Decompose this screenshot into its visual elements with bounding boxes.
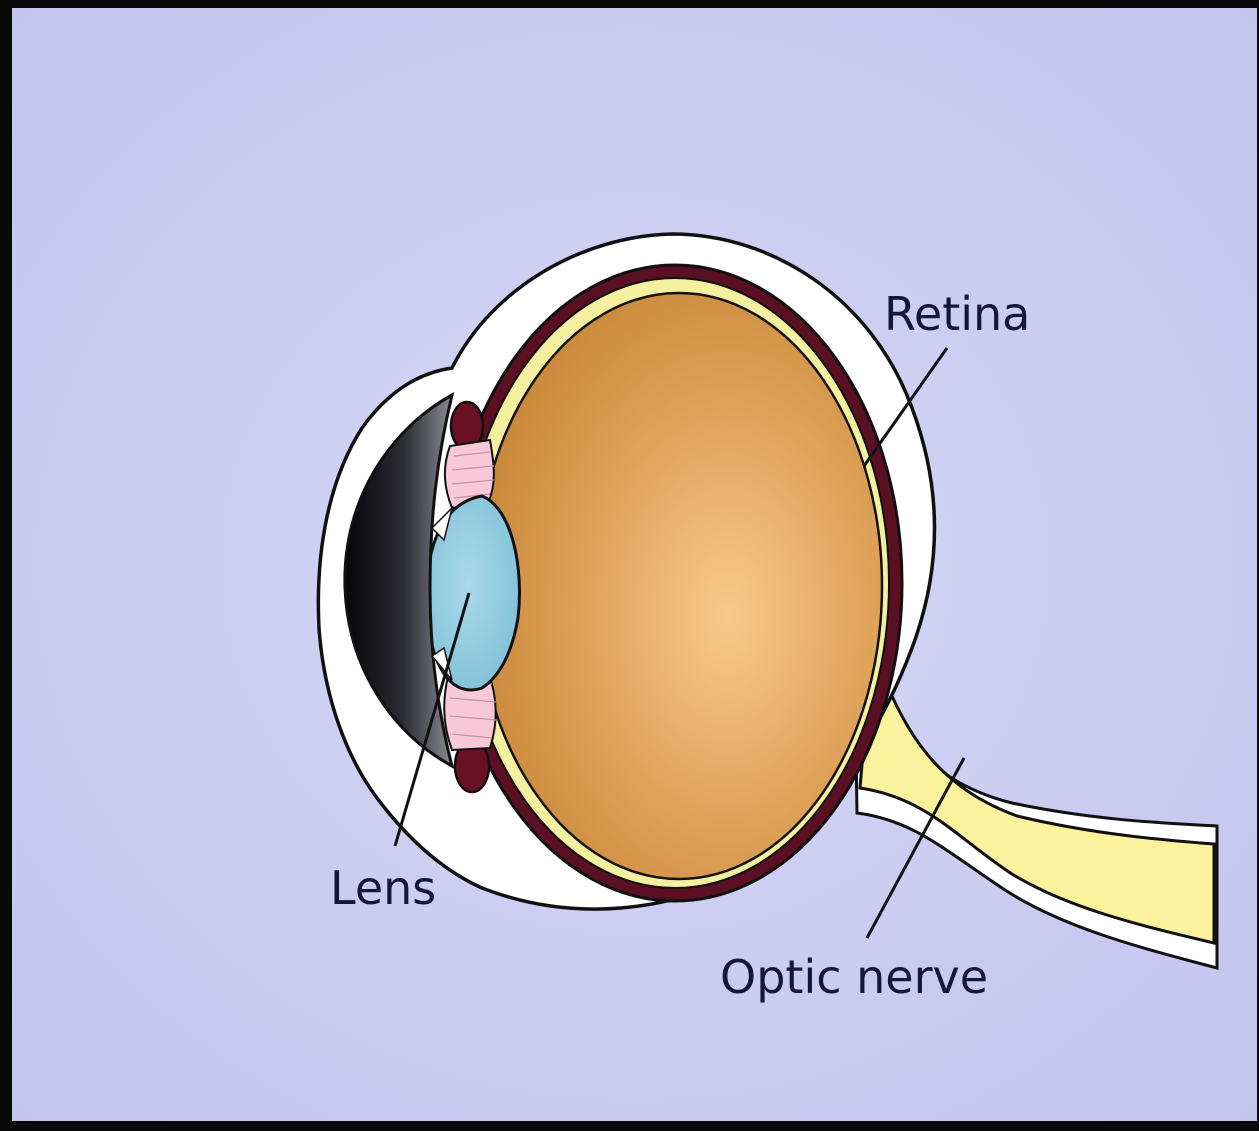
eye-diagram: Retina Lens Optic nerve [12, 8, 1259, 1131]
vitreous-body [476, 293, 882, 879]
retina-label: Retina [884, 287, 1030, 341]
optic-nerve-label: Optic nerve [720, 950, 988, 1004]
lens-label: Lens [330, 861, 436, 915]
